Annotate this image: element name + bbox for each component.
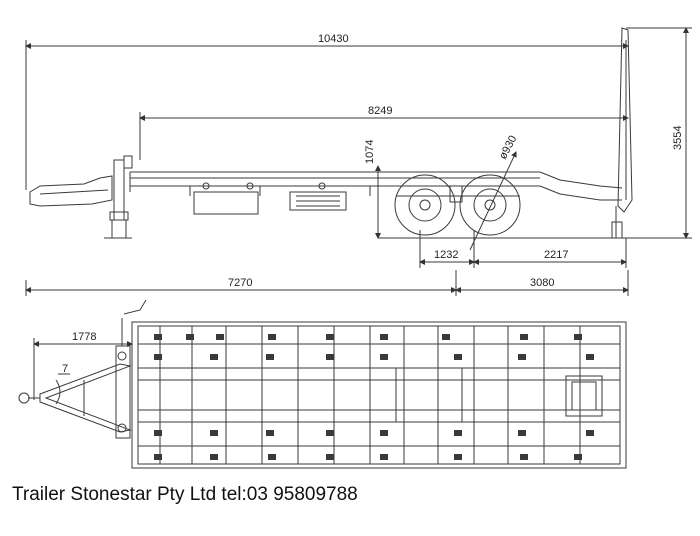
- label-deck-height: 1074: [364, 140, 376, 164]
- label-axle-spacing: 1232: [434, 249, 458, 261]
- label-drawbar-angle: 7: [62, 363, 68, 375]
- top-view: 1778 7: [18, 299, 627, 469]
- wheel-rear: [459, 174, 521, 236]
- label-front-to-axle: 7270: [228, 277, 252, 289]
- deck-frame-side: [129, 171, 623, 215]
- dimension-axle-to-rear: 3080: [455, 270, 629, 296]
- label-overall-height: 3554: [672, 126, 684, 150]
- drawbar-top: [18, 299, 147, 439]
- dimension-drawbar-length: 1778: [33, 331, 133, 400]
- dimension-overall-height: 3554: [620, 27, 692, 239]
- label-rear-overhang: 2217: [544, 249, 568, 261]
- label-wheel-diameter: ø930: [497, 134, 519, 162]
- tie-down-points: [154, 334, 594, 460]
- dimension-deck-height: 1074: [364, 140, 381, 239]
- side-view: 10430 8249 1074 3554: [25, 27, 692, 296]
- deck-top: [131, 321, 627, 469]
- wheel-front: [394, 174, 456, 236]
- label-deck-length: 8249: [368, 105, 392, 117]
- company-caption: Trailer Stonestar Pty Ltd tel:03 9580978…: [12, 484, 358, 505]
- dimension-front-to-axle: 7270: [25, 270, 457, 296]
- label-overall-length: 10430: [318, 33, 349, 45]
- label-drawbar-length: 1778: [72, 331, 96, 343]
- label-axle-to-rear: 3080: [530, 277, 554, 289]
- dimension-axle-spacing: 1232: [419, 230, 475, 268]
- dimension-rear-overhang: 2217: [473, 238, 627, 268]
- loading-ramp: [611, 27, 633, 239]
- dimension-overall-length: 10430: [25, 33, 629, 190]
- drawbar-side: [29, 175, 113, 207]
- jockey-leg: [104, 159, 132, 239]
- dimension-deck-length: 8249: [139, 105, 629, 160]
